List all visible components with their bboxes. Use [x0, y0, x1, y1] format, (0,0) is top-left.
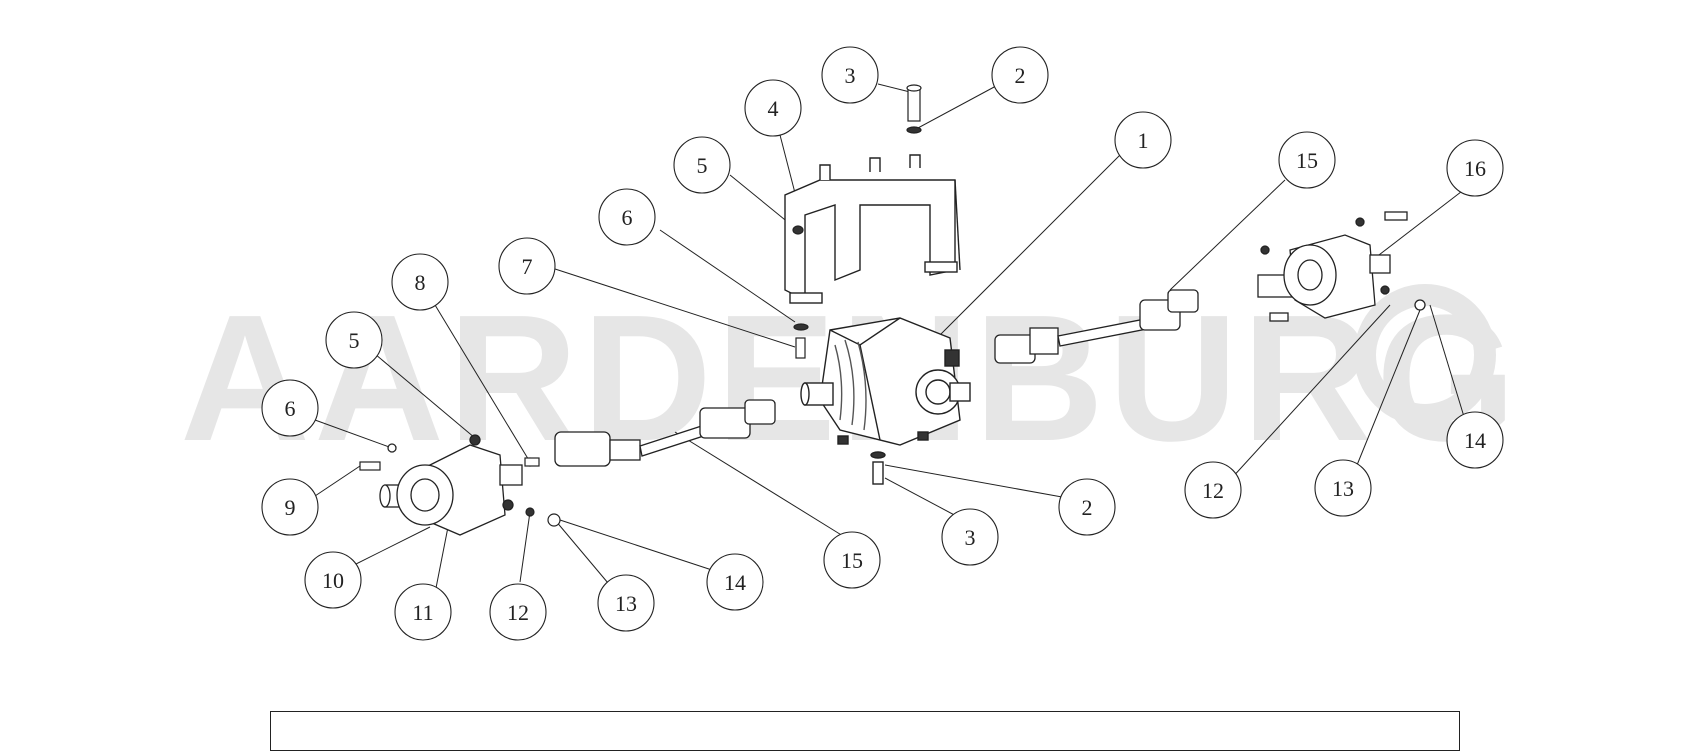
callout-bubbles: 3 2 4 5 1 6 7 8 5 6 9 10 11 12 13 14 15 …	[261, 46, 1504, 641]
svg-text:14: 14	[724, 570, 746, 595]
svg-text:6: 6	[622, 205, 633, 230]
right-hub-assembly	[1257, 211, 1426, 322]
callout-12-left: 12	[489, 583, 547, 641]
svg-text:8: 8	[415, 270, 426, 295]
callout-6-left: 6	[261, 379, 319, 437]
callout-6-top: 6	[598, 188, 656, 246]
svg-text:12: 12	[1202, 478, 1224, 503]
watermark-gear-icon	[1354, 284, 1496, 426]
svg-text:10: 10	[322, 568, 344, 593]
bracket-fasteners	[792, 84, 922, 359]
svg-text:2: 2	[1015, 63, 1026, 88]
svg-text:6: 6	[285, 396, 296, 421]
callout-8: 8	[391, 253, 449, 311]
svg-text:5: 5	[349, 328, 360, 353]
svg-text:3: 3	[965, 525, 976, 550]
callout-9: 9	[261, 478, 319, 536]
svg-text:15: 15	[841, 548, 863, 573]
svg-text:2: 2	[1082, 495, 1093, 520]
left-hub-assembly	[379, 434, 523, 536]
callout-2-top: 2	[991, 46, 1049, 104]
callout-16: 16	[1446, 139, 1504, 197]
callout-15-right: 15	[1278, 131, 1336, 189]
callout-3-top: 3	[821, 46, 879, 104]
callout-10: 10	[304, 551, 362, 609]
callout-13-right: 13	[1314, 459, 1372, 517]
mounting-bracket	[784, 154, 961, 304]
callout-5-left: 5	[325, 311, 383, 369]
left-drive-shaft	[554, 399, 776, 467]
callout-15-left: 15	[823, 531, 881, 589]
svg-text:11: 11	[412, 600, 433, 625]
svg-text:16: 16	[1464, 156, 1486, 181]
svg-text:13: 13	[1332, 476, 1354, 501]
callout-1: 1	[1114, 111, 1172, 169]
callout-13-left: 13	[597, 574, 655, 632]
callout-14-left: 14	[706, 553, 764, 611]
gearbox-housing	[800, 317, 971, 485]
right-drive-shaft	[994, 289, 1199, 364]
callout-4: 4	[744, 79, 802, 137]
exploded-parts-diagram: AARDENBURG	[180, 46, 1516, 641]
callout-2-bottom: 2	[1058, 478, 1116, 536]
callout-11: 11	[394, 583, 452, 641]
callout-5-top: 5	[673, 136, 731, 194]
svg-text:4: 4	[768, 96, 779, 121]
svg-text:15: 15	[1296, 148, 1318, 173]
svg-text:3: 3	[845, 63, 856, 88]
svg-text:13: 13	[615, 591, 637, 616]
svg-text:1: 1	[1138, 128, 1149, 153]
callout-7: 7	[498, 237, 556, 295]
parts-table-frame	[270, 711, 1460, 751]
svg-text:7: 7	[522, 254, 533, 279]
svg-text:5: 5	[697, 153, 708, 178]
leader-lines	[314, 83, 1471, 589]
svg-text:14: 14	[1464, 428, 1486, 453]
svg-text:9: 9	[285, 495, 296, 520]
callout-12-right: 12	[1184, 461, 1242, 519]
callout-3-bottom: 3	[941, 508, 999, 566]
left-fasteners	[359, 457, 561, 527]
callout-14-right: 14	[1446, 411, 1504, 469]
svg-text:12: 12	[507, 600, 529, 625]
